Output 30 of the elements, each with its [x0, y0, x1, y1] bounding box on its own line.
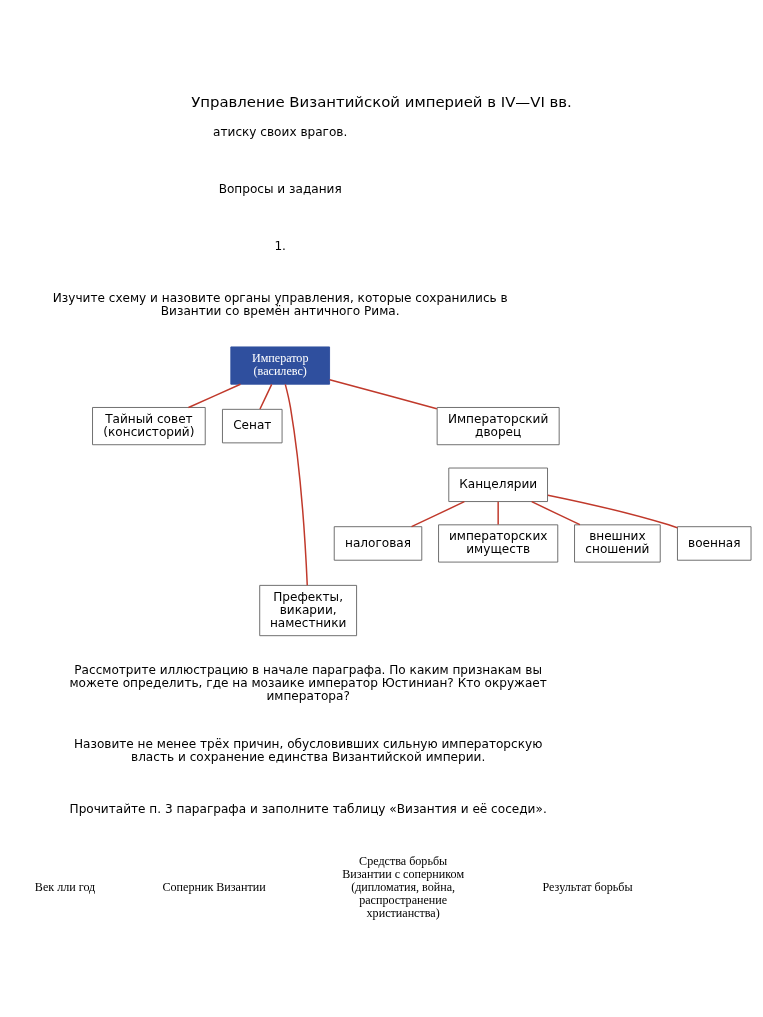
label: Изучите схему и назовите органы управления, которые сохранились в Византии со времён античного Рима.: [52, 290, 508, 318]
connector: [187, 383, 242, 408]
connector: [284, 383, 308, 586]
connector: [410, 500, 466, 527]
node-box: императорских имуществ: [438, 523, 559, 563]
node-box: Император (василевс): [230, 345, 331, 385]
label: Соперник Византии: [162, 879, 266, 894]
label: атиску своих врагов.: [213, 124, 348, 139]
node-box: Сенат: [222, 408, 283, 443]
diagram-title: Управление Византийской империей в IV—VI вв.: [191, 92, 572, 111]
node-box: Императорский дворец: [436, 406, 560, 445]
node-box: налоговая: [333, 525, 423, 561]
label: Прочитайте п. 3 параграфа и заполните таблицу «Византия и её соседи».: [69, 801, 547, 816]
node-box: Префекты, викарии, наместники: [259, 584, 358, 636]
node-box: Канцелярии: [448, 467, 548, 502]
node-box: военная: [677, 525, 752, 561]
label: Назовите не менее трёх причин, обусловивших сильную императорскую власть и сохранение единства Византийской империи.: [73, 736, 543, 764]
label: Век лли год: [34, 879, 96, 894]
label: 1.: [274, 238, 286, 253]
label: Результат борьбы: [542, 879, 633, 894]
connector: [328, 378, 438, 409]
label: Средства борьбы Византии с соперником (дипломатия, война, распространение христианства): [342, 853, 465, 920]
node-box: Тайный совет (консисторий): [92, 406, 206, 445]
connector: [530, 500, 581, 525]
label: Рассмотрите иллюстрацию в начале параграфа. По каким признакам вы можете определить, где на мозаике император Юстиниан? Кто окружает императора?: [69, 662, 547, 703]
node-box: внешних сношений: [574, 523, 661, 563]
connector: [547, 493, 679, 528]
label: Вопросы и задания: [218, 181, 342, 196]
connector: [497, 500, 499, 525]
connector: [259, 383, 273, 410]
